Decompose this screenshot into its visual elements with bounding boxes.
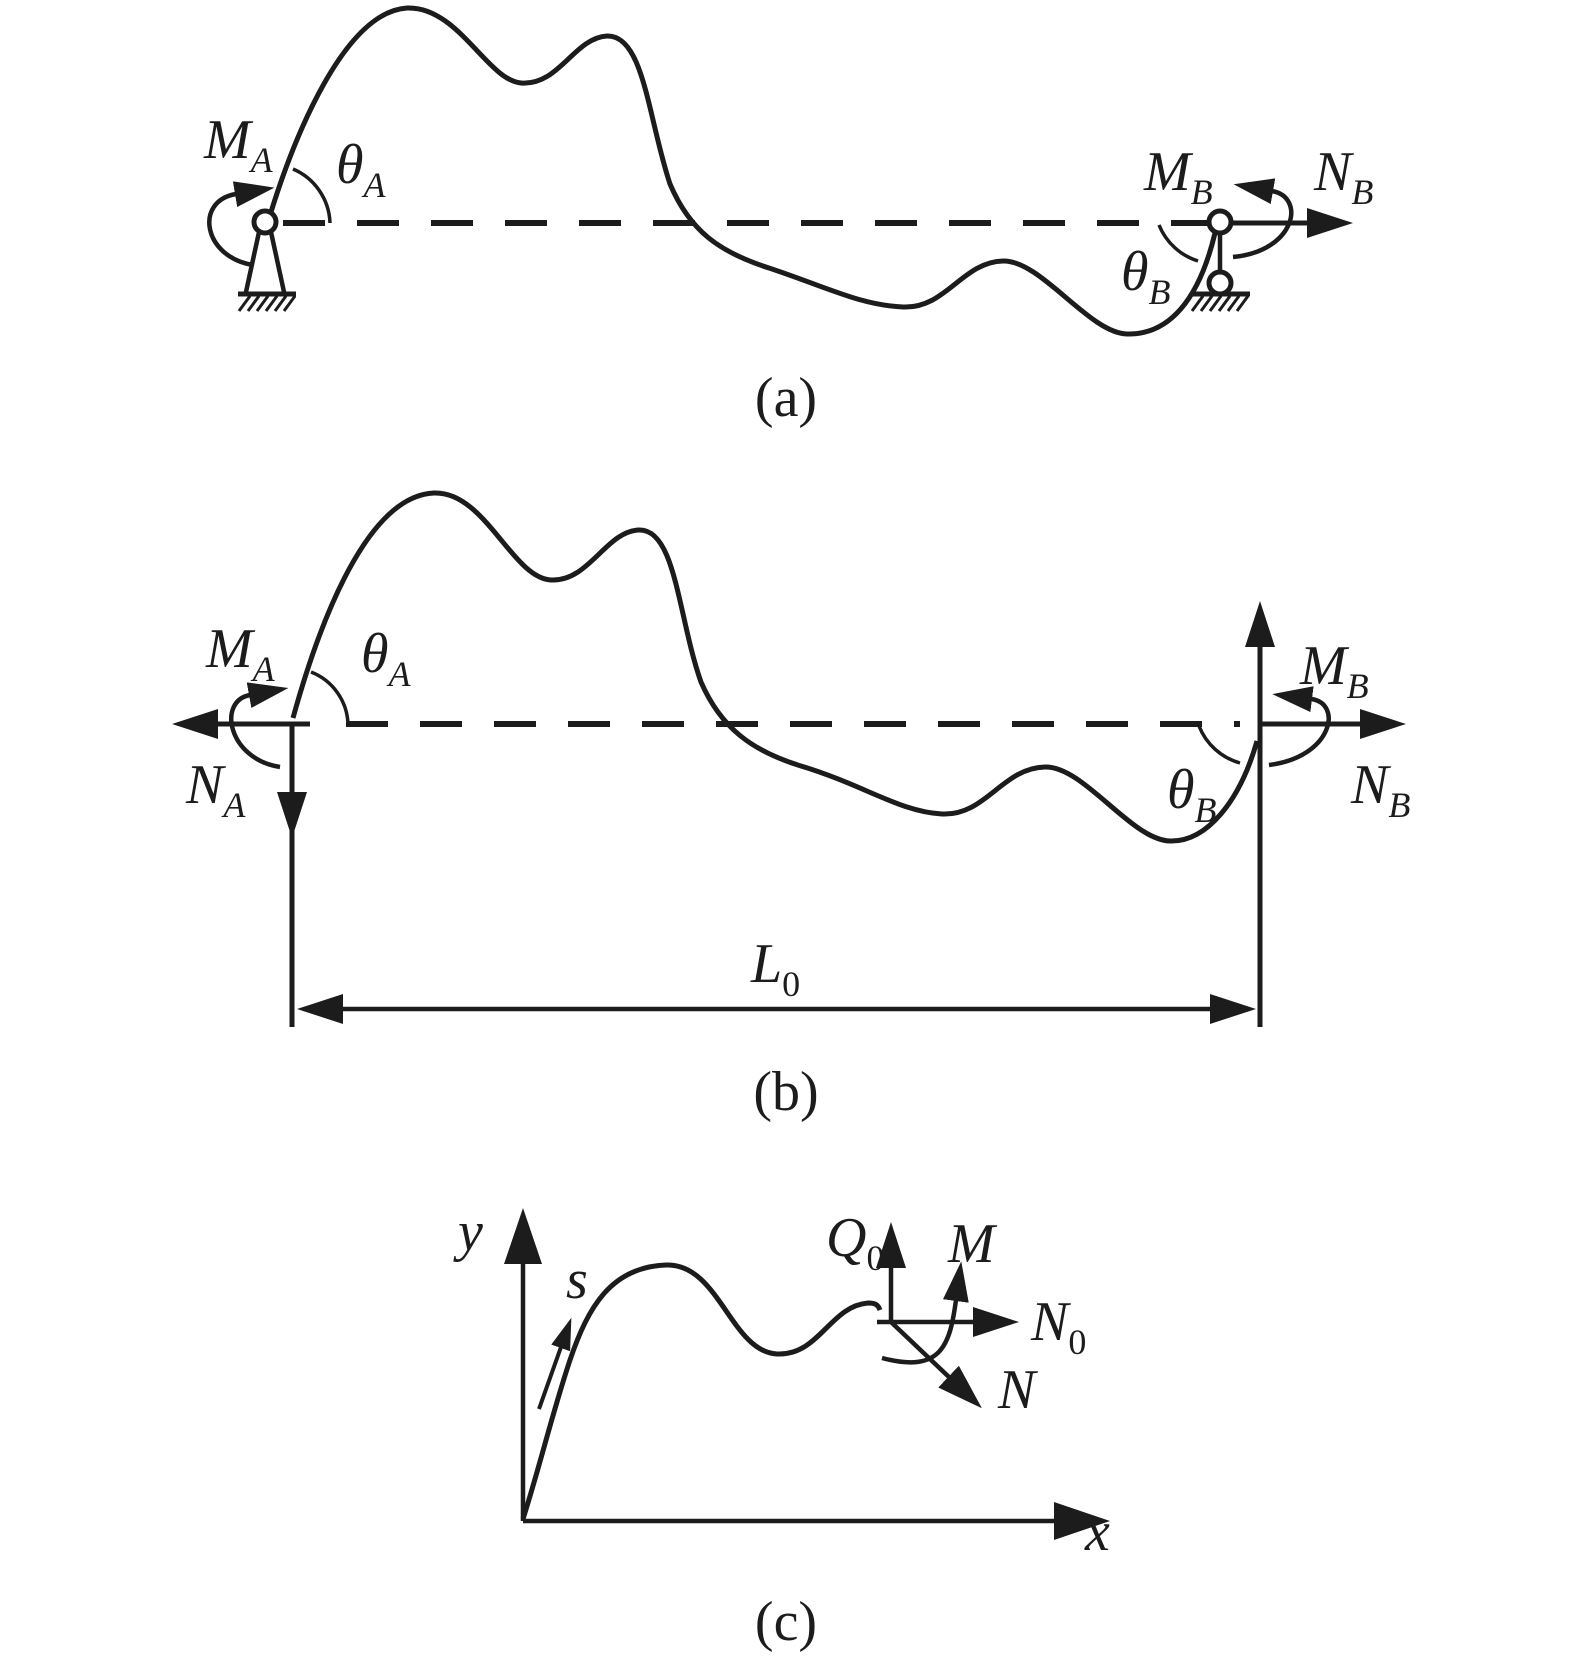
label-axial-n: N xyxy=(997,1359,1038,1421)
angle-arc-theta-a-left xyxy=(292,167,332,224)
pin-circle xyxy=(1206,208,1234,236)
label-force-na-b: NA xyxy=(185,754,246,825)
ground-hatching xyxy=(1190,295,1250,312)
ground-hatching xyxy=(237,295,297,312)
label-moment-m: M xyxy=(947,1213,998,1275)
label-x-axis: x xyxy=(1084,1501,1110,1563)
arc-length-s-arrow xyxy=(537,1317,572,1410)
label-moment-mb-a: MB xyxy=(1143,141,1213,212)
rod-curve-c xyxy=(520,1262,883,1520)
rod-curve-a xyxy=(268,5,1218,337)
angle-arc-theta-b-right xyxy=(1197,725,1241,765)
label-moment-ma-b: MA xyxy=(205,618,276,689)
label-angle-theta-a-b: θA xyxy=(361,623,412,694)
label-angle-theta-b-a: θB xyxy=(1121,241,1171,312)
panel-b: MA θA NA MB NB θB L0 (b) xyxy=(172,490,1410,1123)
caption-a: (a) xyxy=(755,367,817,429)
label-force-nb-b: NB xyxy=(1350,754,1410,825)
label-moment-mb-b: MB xyxy=(1299,635,1369,706)
label-length-l0: L0 xyxy=(750,933,800,1004)
angle-arc-theta-b-right xyxy=(1157,224,1199,263)
label-arc-coordinate-s: s xyxy=(566,1249,588,1311)
axial-n-arrow xyxy=(889,1320,982,1409)
label-angle-theta-b-b: θB xyxy=(1167,759,1217,830)
label-force-nb-a: NB xyxy=(1313,141,1373,212)
label-moment-ma-a: MA xyxy=(203,109,274,180)
moment-arrow-ma-a xyxy=(207,181,275,268)
angle-arc-theta-a-left xyxy=(310,670,350,725)
label-angle-theta-a-a: θA xyxy=(336,134,387,205)
rod-curve-b xyxy=(290,490,1260,844)
pin-circle xyxy=(251,208,279,236)
roller-circle xyxy=(1206,269,1234,297)
moment-m-arrow xyxy=(881,1261,969,1365)
label-shear-q0: Q0 xyxy=(826,1207,884,1278)
moment-arrow-ma-b xyxy=(229,682,289,770)
panel-c: y s Q0 M N0 N x (c) xyxy=(453,1201,1110,1653)
pinned-support-a xyxy=(237,208,297,312)
caption-c: (c) xyxy=(755,1591,817,1653)
moment-arrow-mb-b xyxy=(1268,686,1331,768)
panel-a: MA θA MB NB θB (a) xyxy=(203,5,1373,429)
support-triangle xyxy=(243,231,287,293)
label-y-axis: y xyxy=(453,1201,483,1263)
label-axial-n0: N0 xyxy=(1030,1291,1086,1362)
roller-support-b xyxy=(1190,208,1250,312)
caption-b: (b) xyxy=(753,1061,818,1123)
